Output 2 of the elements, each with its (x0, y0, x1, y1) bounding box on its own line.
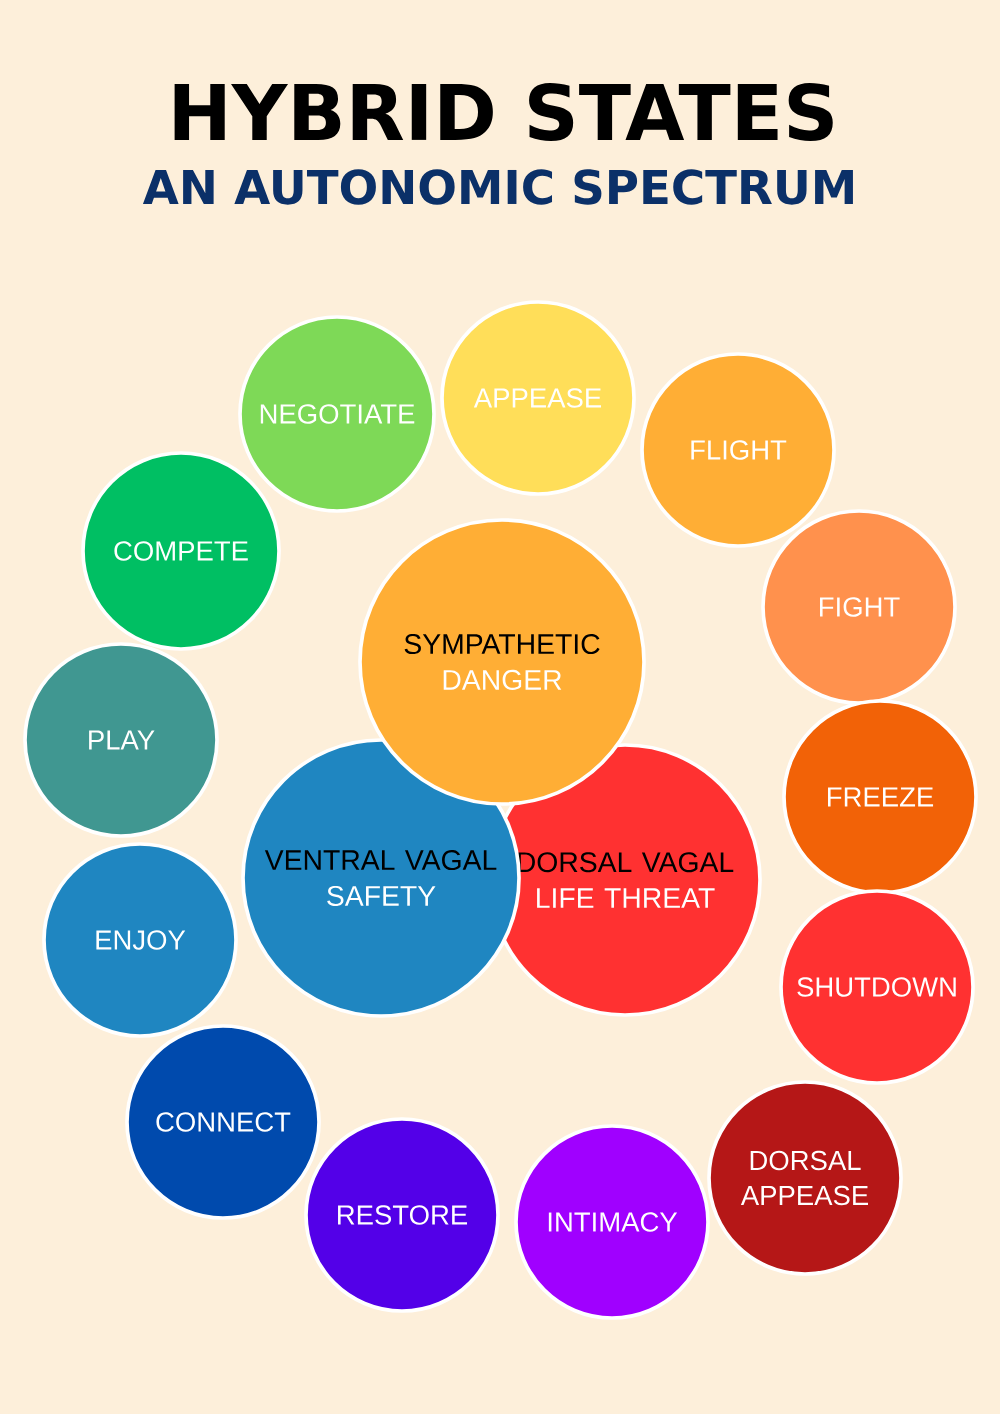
subtitle: AN AUTONOMIC SPECTRUM (142, 169, 853, 205)
title: HYBRID STATES (174, 83, 833, 141)
